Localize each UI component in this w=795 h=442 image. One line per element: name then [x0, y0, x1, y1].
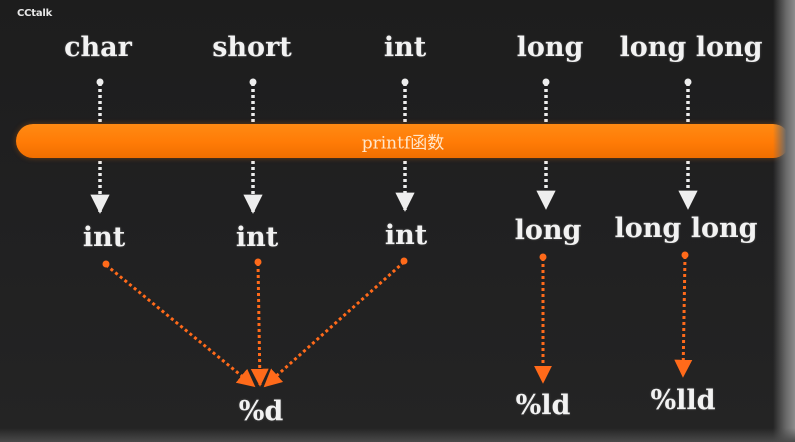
type-char: char [64, 32, 132, 63]
type-short: short [212, 32, 292, 63]
screen-edge-bottom [0, 428, 795, 442]
arrow-int2-to-d [250, 262, 269, 387]
printf-band-label: printf函数 [361, 133, 445, 154]
printf-band: printf函数 [16, 124, 790, 158]
arrow-int1-to-d [105, 263, 256, 388]
type-long-long: long long [619, 32, 763, 63]
format-lld: %lld [650, 385, 716, 416]
arrow-int3-to-d [263, 260, 405, 388]
promoted-long: long [514, 215, 582, 246]
format-d: %d [238, 396, 284, 427]
format-ld: %ld [515, 390, 571, 421]
promoted-long-long: long long [614, 213, 758, 244]
arrow-longlong-to-lld [674, 255, 693, 378]
promoted-int-1: int [82, 222, 126, 253]
promoted-int-2: int [235, 222, 279, 253]
promoted-int-3: int [384, 220, 428, 251]
type-long: long [516, 32, 584, 63]
screen-edge-right [773, 0, 795, 442]
type-int: int [383, 32, 427, 63]
cctalk-logo: CCtalk [17, 8, 53, 19]
